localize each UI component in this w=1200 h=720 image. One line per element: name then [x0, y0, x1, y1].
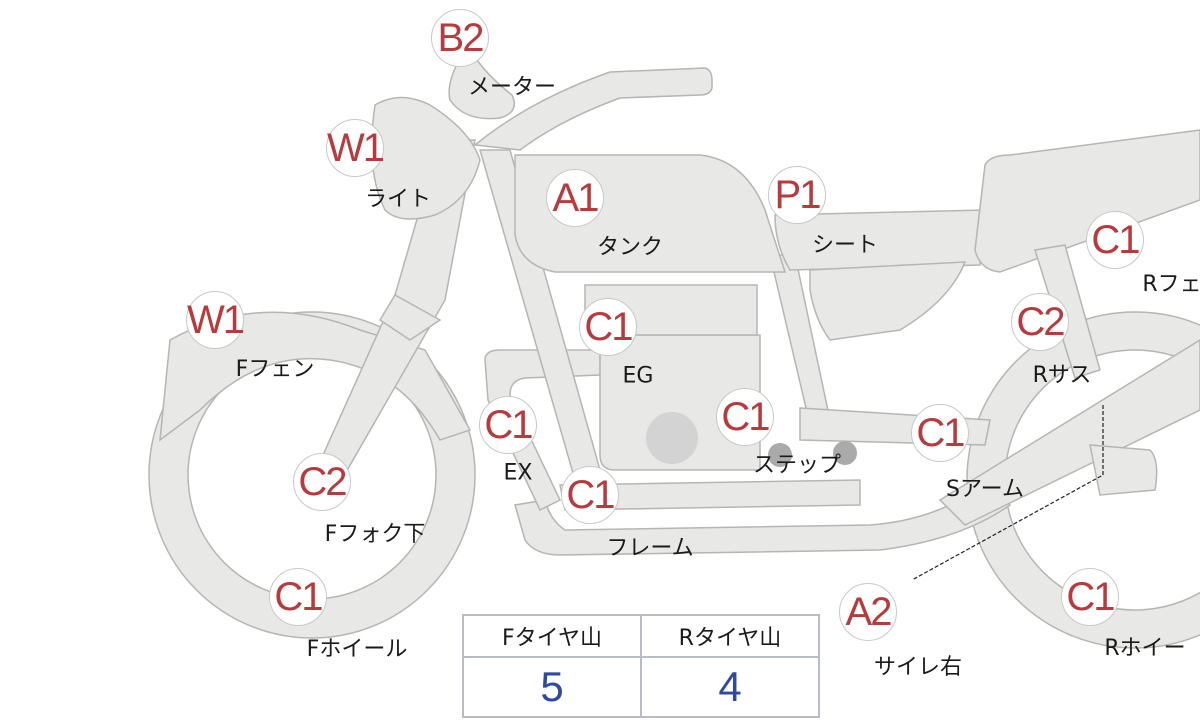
part-label: ライト: [364, 187, 432, 212]
side-cover: [809, 261, 967, 341]
condition-badge: C1: [269, 568, 327, 626]
part-label: Rフェ: [1142, 272, 1200, 297]
part-label: ステップ: [752, 453, 842, 478]
part-label: EG: [622, 363, 654, 389]
front-tire-header: Fタイヤ山: [462, 614, 642, 658]
condition-badge: C1: [1086, 211, 1144, 269]
condition-badge: P1: [768, 166, 826, 224]
condition-badge: C2: [1011, 293, 1069, 351]
condition-badge: A2: [839, 583, 897, 641]
condition-badge: W1: [326, 119, 385, 177]
rear-seat: [974, 129, 1200, 273]
condition-badge: C1: [716, 388, 774, 446]
condition-badge: B2: [431, 9, 489, 67]
headlight: [370, 96, 481, 220]
condition-badge: C1: [911, 404, 969, 462]
condition-badge: C1: [1061, 568, 1119, 626]
part-label: EX: [503, 460, 533, 486]
part-label: Fフォク下: [324, 522, 426, 547]
rear-tire-value: 4: [640, 656, 820, 718]
tire-tread-table: Fタイヤ山 Rタイヤ山 5 4: [462, 614, 820, 718]
engine-cover: [646, 412, 698, 464]
front-tire-value: 5: [462, 656, 642, 718]
condition-badge: C1: [561, 466, 619, 524]
condition-badge: C1: [479, 396, 537, 454]
handlebar: [473, 67, 713, 151]
engine: [599, 334, 761, 471]
condition-badge: W1: [186, 291, 245, 349]
part-label: メーター: [467, 75, 557, 100]
part-label: Fフェン: [235, 357, 315, 382]
swing-arm: [938, 339, 1200, 526]
part-label: Rホイー: [1104, 636, 1186, 661]
part-label: タンク: [596, 235, 664, 260]
part-label: サイレ右: [873, 655, 963, 680]
part-label: フレーム: [606, 536, 694, 561]
part-label: Fホイール: [306, 637, 408, 662]
condition-badge: A1: [546, 169, 604, 227]
condition-badge: C1: [579, 298, 637, 356]
leader-line: [911, 405, 1104, 581]
part-label: シート: [811, 233, 879, 258]
rear-tire-header: Rタイヤ山: [640, 614, 820, 658]
fork-clamp: [378, 293, 442, 341]
part-label: Rサス: [1032, 363, 1092, 388]
condition-badge: C2: [293, 453, 351, 511]
part-label: Sアーム: [946, 477, 1024, 502]
muffler: [1089, 444, 1158, 496]
